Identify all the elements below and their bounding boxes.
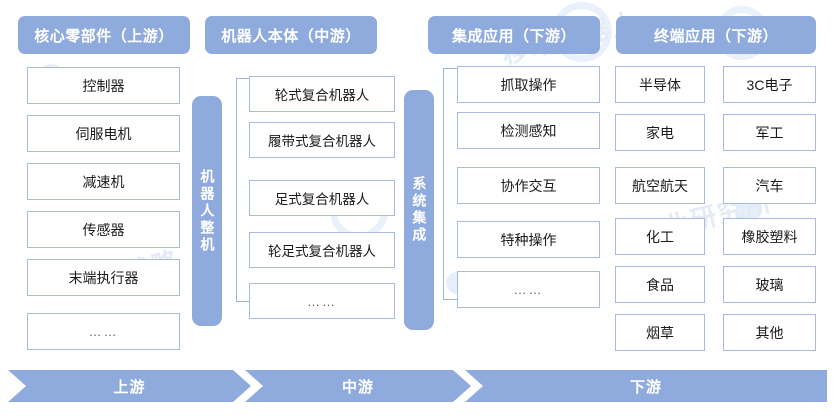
item-box-more-midstream[interactable]: …… (249, 283, 395, 319)
item-box-tobacco[interactable]: 烟草 (615, 314, 705, 351)
item-box-3c-electronics[interactable]: 3C电子 (723, 66, 816, 103)
flow-step-downstream[interactable]: 下游 (465, 370, 827, 402)
item-box-home-appliance[interactable]: 家电 (615, 114, 705, 151)
item-box-rubber-plastic[interactable]: 橡胶塑料 (723, 218, 816, 255)
item-box-controller[interactable]: 控制器 (27, 67, 180, 104)
flow-step-upstream[interactable]: 上游 (8, 370, 251, 402)
item-box-semiconductor[interactable]: 半导体 (615, 66, 705, 103)
item-box-legged-composite-robot[interactable]: 足式复合机器人 (249, 180, 395, 216)
column-header-midstream-robot-body: 机器人本体（中游） (205, 16, 377, 54)
item-box-wheel-legged-composite-robot[interactable]: 轮足式复合机器人 (249, 232, 395, 268)
item-box-glass[interactable]: 玻璃 (723, 266, 816, 303)
column-header-downstream-terminal-application: 终端应用（下游） (616, 16, 816, 54)
item-box-food[interactable]: 食品 (615, 266, 705, 303)
item-box-servo-motor[interactable]: 伺服电机 (27, 115, 180, 152)
item-box-end-effector[interactable]: 末端执行器 (27, 259, 180, 296)
vertical-label-robot-whole-machine: 机器人整机 (192, 96, 222, 326)
item-box-automobile[interactable]: 汽车 (723, 167, 816, 204)
flow-step-midstream[interactable]: 中游 (245, 370, 471, 402)
column-header-downstream-integrated-application: 集成应用（下游） (428, 16, 600, 54)
item-box-grasping-operation[interactable]: 抓取操作 (457, 66, 600, 103)
column-header-upstream-core-parts: 核心零部件（上游） (18, 16, 190, 54)
item-box-military[interactable]: 军工 (723, 114, 816, 151)
item-box-aerospace[interactable]: 航空航天 (615, 167, 705, 204)
item-box-wheeled-composite-robot[interactable]: 轮式复合机器人 (249, 76, 395, 112)
item-box-other[interactable]: 其他 (723, 314, 816, 351)
item-box-chemical[interactable]: 化工 (615, 218, 705, 255)
vertical-label-text: 系统集成 (411, 176, 428, 244)
item-box-tracked-composite-robot[interactable]: 履带式复合机器人 (249, 122, 395, 158)
item-box-detection-sensing[interactable]: 检测感知 (457, 112, 600, 149)
item-box-reducer[interactable]: 减速机 (27, 163, 180, 200)
vertical-label-system-integration: 系统集成 (404, 90, 434, 330)
item-box-more-upstream[interactable]: …… (27, 313, 180, 350)
bracket-connector-downstream (443, 68, 457, 300)
item-box-more-integrated-application[interactable]: …… (457, 271, 600, 308)
bracket-connector-midstream (236, 78, 250, 302)
item-box-special-operation[interactable]: 特种操作 (457, 221, 600, 258)
vertical-label-text: 机器人整机 (199, 168, 216, 254)
item-box-collaborative-interaction[interactable]: 协作交互 (457, 167, 600, 204)
item-box-sensor[interactable]: 传感器 (27, 211, 180, 248)
